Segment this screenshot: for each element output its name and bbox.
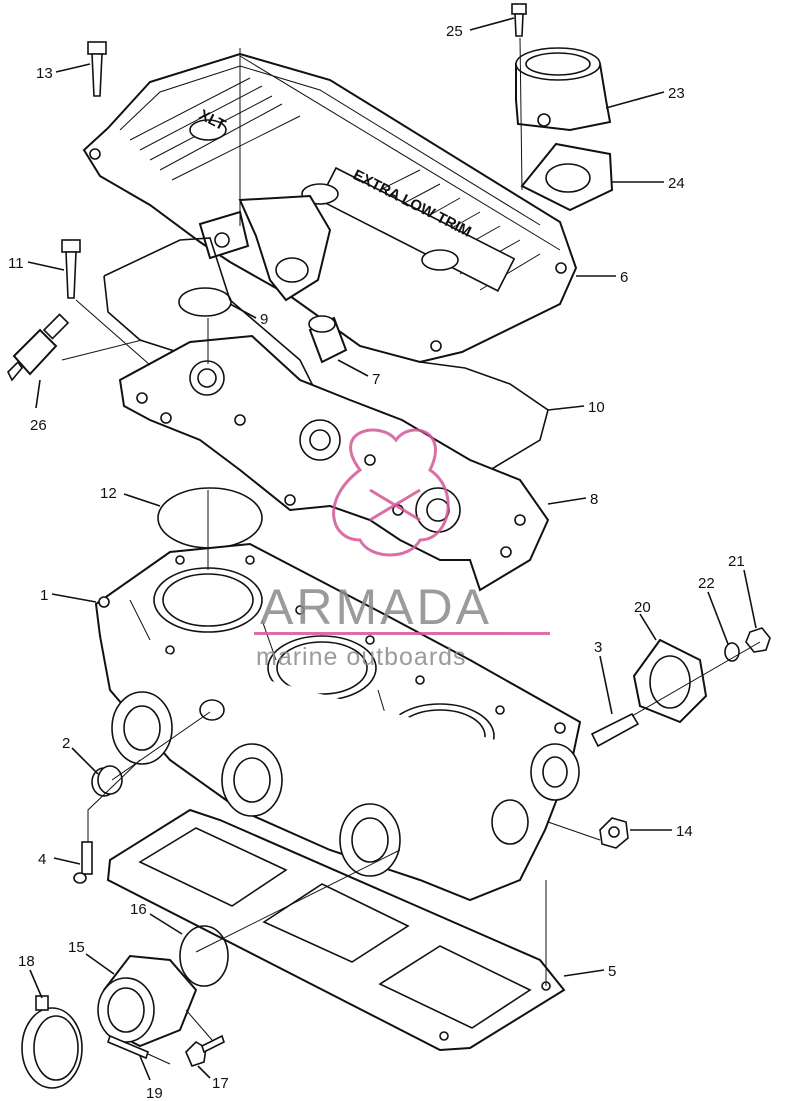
bolt-17 — [185, 1034, 225, 1067]
callout-3: 3 — [594, 639, 602, 656]
o-ring-12 — [157, 487, 263, 549]
callout-11: 11 — [8, 255, 24, 272]
bolt-11 — [61, 239, 81, 299]
o-ring-16 — [179, 925, 229, 987]
watermark-tagline: marine outboards — [256, 643, 467, 671]
callout-4: 4 — [38, 851, 46, 868]
cylinder-head — [94, 542, 582, 902]
callout-23: 23 — [668, 85, 685, 102]
fitting-7 — [308, 315, 348, 364]
gasket-20 — [632, 638, 708, 724]
callout-21: 21 — [728, 553, 745, 570]
callouts: 13 11 26 25 23 24 6 9 7 10 12 8 1 2 3 4 — [8, 17, 757, 1101]
callout-19: 19 — [146, 1085, 163, 1101]
callout-14: 14 — [676, 823, 693, 840]
outlet-elbow-23 — [515, 47, 612, 132]
callout-17: 17 — [212, 1075, 229, 1092]
callout-2: 2 — [62, 735, 70, 752]
o-ring-9 — [178, 287, 232, 317]
bolt-25 — [511, 3, 527, 37]
temperature-sensor-26 — [7, 313, 70, 382]
nut-21 — [745, 627, 771, 653]
callout-20: 20 — [634, 599, 651, 616]
hose-clamp-18 — [21, 995, 83, 1089]
callout-26: 26 — [30, 417, 47, 434]
base-gasket — [106, 808, 566, 1052]
callout-18: 18 — [18, 953, 35, 970]
bolt-13 — [87, 41, 107, 97]
gasket-24 — [520, 142, 614, 212]
stud-3 — [590, 712, 640, 748]
callout-9: 9 — [260, 311, 268, 328]
callout-5: 5 — [608, 963, 616, 980]
callout-7: 7 — [372, 371, 380, 388]
armada-logo-icon — [332, 428, 450, 557]
watermark-brand: ARMADA — [260, 579, 492, 635]
fitting-4 — [73, 841, 93, 884]
callout-12: 12 — [100, 485, 117, 502]
head-cover: XLT EXTRA LOW TRIM — [82, 52, 578, 364]
callout-25: 25 — [446, 23, 463, 40]
armada-watermark: ARMADA marine outboards — [254, 428, 550, 671]
assembly-lines — [61, 37, 761, 1065]
nut-14 — [599, 817, 629, 849]
hose-adapter-15 — [97, 954, 198, 1048]
callout-1: 1 — [40, 587, 48, 604]
callout-8: 8 — [590, 491, 598, 508]
callout-6: 6 — [620, 269, 628, 286]
callout-16: 16 — [130, 901, 147, 918]
callout-10: 10 — [588, 399, 605, 416]
callout-24: 24 — [668, 175, 685, 192]
callout-15: 15 — [68, 939, 85, 956]
callout-22: 22 — [698, 575, 715, 592]
watermark-underline — [254, 632, 550, 635]
screw-19 — [107, 1034, 149, 1060]
callout-13: 13 — [36, 65, 53, 82]
